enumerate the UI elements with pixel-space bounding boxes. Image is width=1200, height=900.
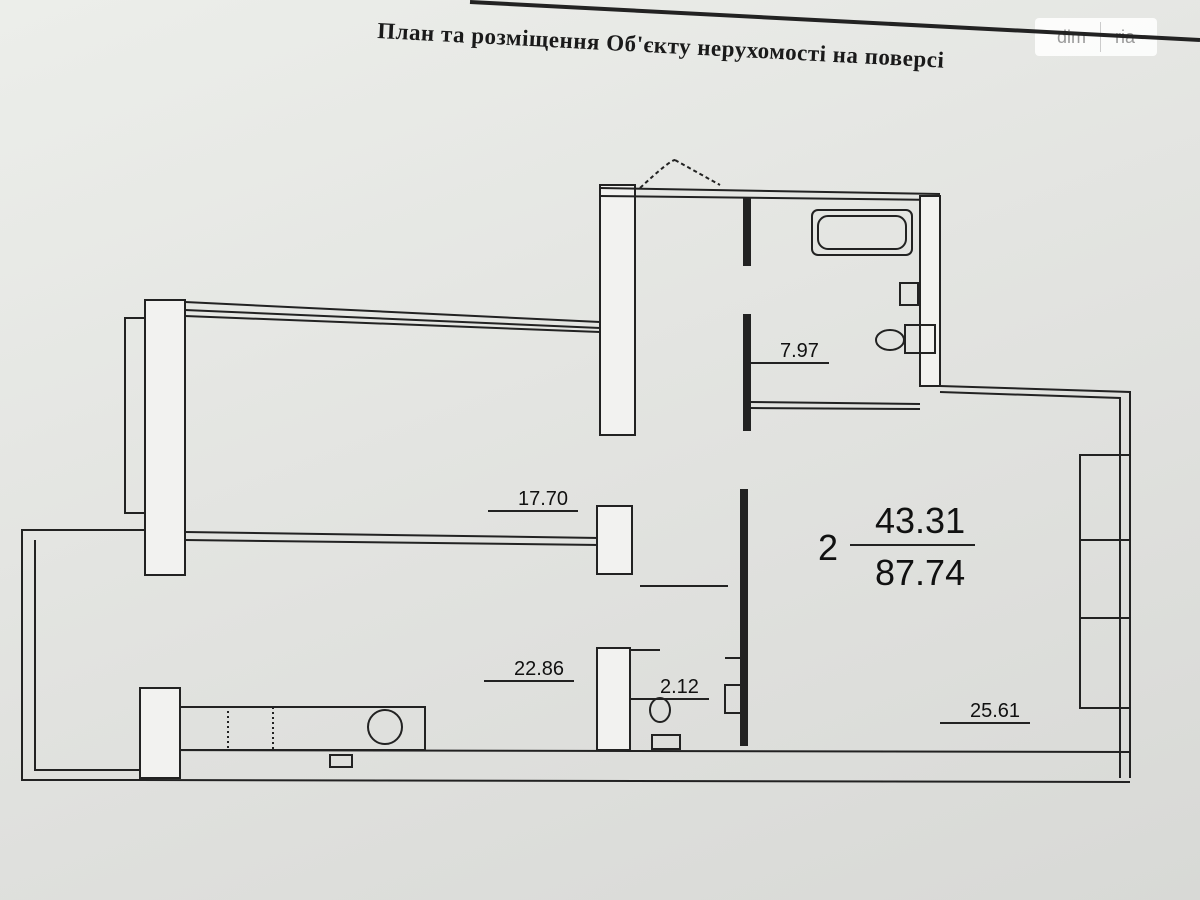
wall-middle [184, 531, 601, 546]
door-swing-icon [639, 159, 721, 189]
wall-partition [740, 489, 748, 746]
window-top-long [184, 301, 601, 333]
bathtub-inner [817, 215, 907, 250]
window-right [1079, 454, 1131, 541]
room-area-wc: 2.12 [630, 676, 709, 700]
room-area-room: 17.70 [488, 488, 579, 512]
wall-stub [596, 647, 631, 751]
sink-icon [899, 282, 919, 306]
wall-right-bath [919, 195, 941, 387]
window-left [124, 317, 146, 514]
wall-bottom [139, 749, 1131, 783]
sink-kitchen-icon [367, 709, 403, 745]
bathtub-icon [811, 209, 913, 256]
wall-left-column [144, 299, 186, 576]
wall-stub [139, 687, 181, 779]
room-area-kitchen: 22.86 [484, 658, 575, 682]
room-area-bathroom: 7.97 [750, 340, 829, 364]
rooms-count: 2 [818, 527, 839, 568]
wc-wall [630, 649, 745, 659]
page-edge-line [469, 0, 1200, 42]
room-area-living: 25.61 [940, 700, 1031, 724]
wall-pillar [599, 184, 636, 436]
wall-bath-bottom [749, 401, 921, 410]
balcony-outline [21, 529, 145, 781]
total-area: 87.74 [875, 552, 966, 593]
kitchen-counter [179, 706, 426, 751]
living-area: 43.31 [850, 500, 976, 546]
radiator-icon [329, 754, 353, 768]
wall-partition [743, 197, 751, 266]
wc-sink-icon [724, 684, 744, 714]
wall-top [599, 187, 941, 201]
stove-icon [227, 706, 274, 751]
window-right [1079, 617, 1131, 709]
window-right [1079, 539, 1131, 619]
pillar [596, 505, 633, 575]
toilet-icon [875, 329, 905, 351]
toilet-tank-icon [904, 324, 936, 354]
wc-tank-icon [651, 734, 681, 750]
wc-toilet-icon [649, 697, 671, 723]
wall-partition [743, 314, 751, 431]
